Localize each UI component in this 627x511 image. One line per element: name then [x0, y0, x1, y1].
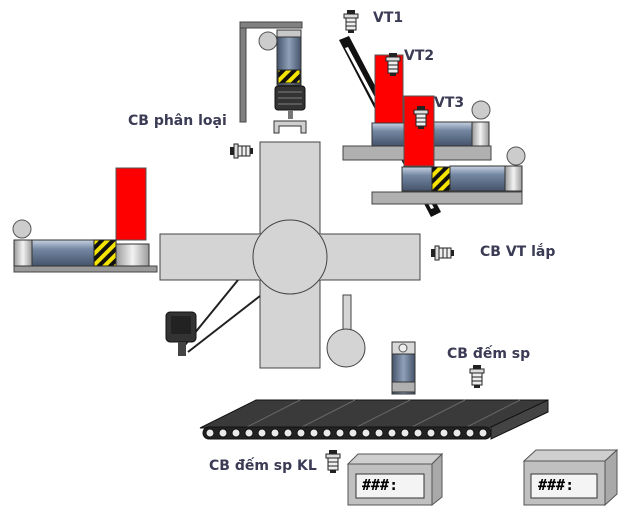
- cb-dem-sp-label: CB đếm sp: [447, 346, 531, 362]
- conveyor-belt-icon: [199, 399, 549, 440]
- vt3-actuator: [403, 95, 435, 167]
- vt2-actuator: [374, 52, 404, 131]
- cb-dem-sp-kl-sensor-icon: [325, 449, 341, 474]
- motor-icon: [165, 311, 197, 356]
- vt3-label: VT3: [434, 95, 465, 111]
- cb-dem-sp-kl-label: CB đếm sp KL: [209, 458, 317, 474]
- vt2-label: VT2: [404, 48, 435, 64]
- motor-icon: [274, 85, 306, 111]
- cb-vt-lap-label: CB VT lắp: [480, 244, 556, 260]
- counter-1-value: ###:: [362, 476, 399, 494]
- rotary-table: [159, 141, 421, 369]
- counter-2-value: ###:: [538, 476, 575, 494]
- cb-dem-sp-sensor-icon: [469, 364, 485, 389]
- cb-phan-loai-sensor-icon: [229, 143, 254, 159]
- dispenser: [326, 294, 366, 368]
- top-cylinder-assembly: [239, 21, 307, 134]
- vt1-sensor-icon: [343, 9, 359, 34]
- counter-display-icon: [346, 452, 444, 507]
- counter-display-icon: [522, 448, 619, 507]
- lower-right-cylinder: [371, 146, 526, 205]
- left-cylinder-assembly: [12, 167, 158, 273]
- vt1-label: VT1: [373, 10, 404, 26]
- cb-vt-lap-sensor-icon: [430, 245, 455, 261]
- product-cylinder: [391, 341, 416, 395]
- cb-phan-loai-label: CB phân loại: [128, 113, 227, 129]
- drive-motor: [165, 279, 261, 356]
